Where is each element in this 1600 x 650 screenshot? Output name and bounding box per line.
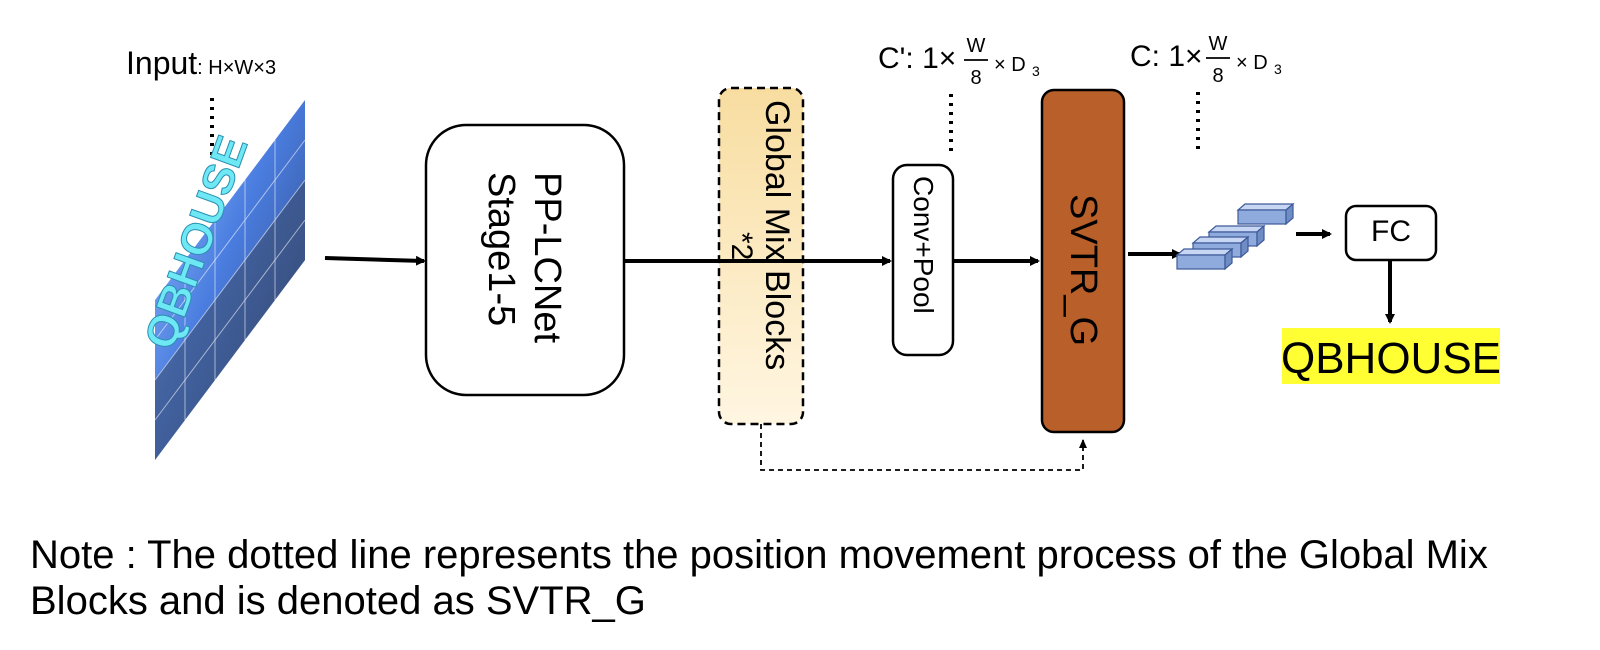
output-highlight — [1282, 328, 1500, 384]
svg-text:8: 8 — [1212, 65, 1223, 87]
svg-text:C: 1×: C: 1× — [1130, 40, 1203, 73]
architecture-diagram: Input: H×W×3 QBHOUSE — [126, 33, 1501, 471]
conv-pool-label: Conv+Pool — [908, 176, 939, 314]
svg-text:8: 8 — [970, 67, 981, 89]
svg-text:W: W — [967, 35, 986, 57]
svg-text:× D: × D — [994, 54, 1026, 76]
global-mix-label-line2: *2 — [725, 232, 758, 261]
arrow-input-to-pplcnet — [324, 255, 426, 266]
svg-text:3: 3 — [1032, 63, 1040, 79]
input-label: Input: H×W×3 — [126, 45, 276, 81]
svg-text:3: 3 — [1274, 61, 1282, 77]
svg-text:× D: × D — [1236, 52, 1268, 74]
output-text: QBHOUSE — [1281, 334, 1501, 383]
input-image: QBHOUSE — [135, 100, 306, 460]
diagram-note: Note : The dotted line represents the po… — [30, 533, 1488, 623]
svtr-g-box — [1040, 88, 1126, 434]
svtr-g-label: SVTR_G — [1062, 194, 1104, 347]
c-shape-label: C: 1× W 8 × D 3 — [1130, 33, 1282, 87]
feature-sequence-icon — [1175, 202, 1295, 271]
global-mix-label-line1: Global Mix Blocks — [758, 100, 796, 371]
pplcnet-label-line1: PP-LCNet — [526, 172, 568, 344]
svg-text:W: W — [1209, 33, 1228, 55]
pplcnet-label-line2: Stage1-5 — [480, 172, 522, 327]
dotted-position-movement-line — [760, 424, 1087, 471]
fc-label: FC — [1371, 215, 1411, 248]
global-mix-blocks-box — [717, 86, 805, 426]
cprime-shape-label: C': 1× W 8 × D 3 — [878, 35, 1040, 89]
svg-text:C': 1×: C': 1× — [878, 42, 956, 75]
